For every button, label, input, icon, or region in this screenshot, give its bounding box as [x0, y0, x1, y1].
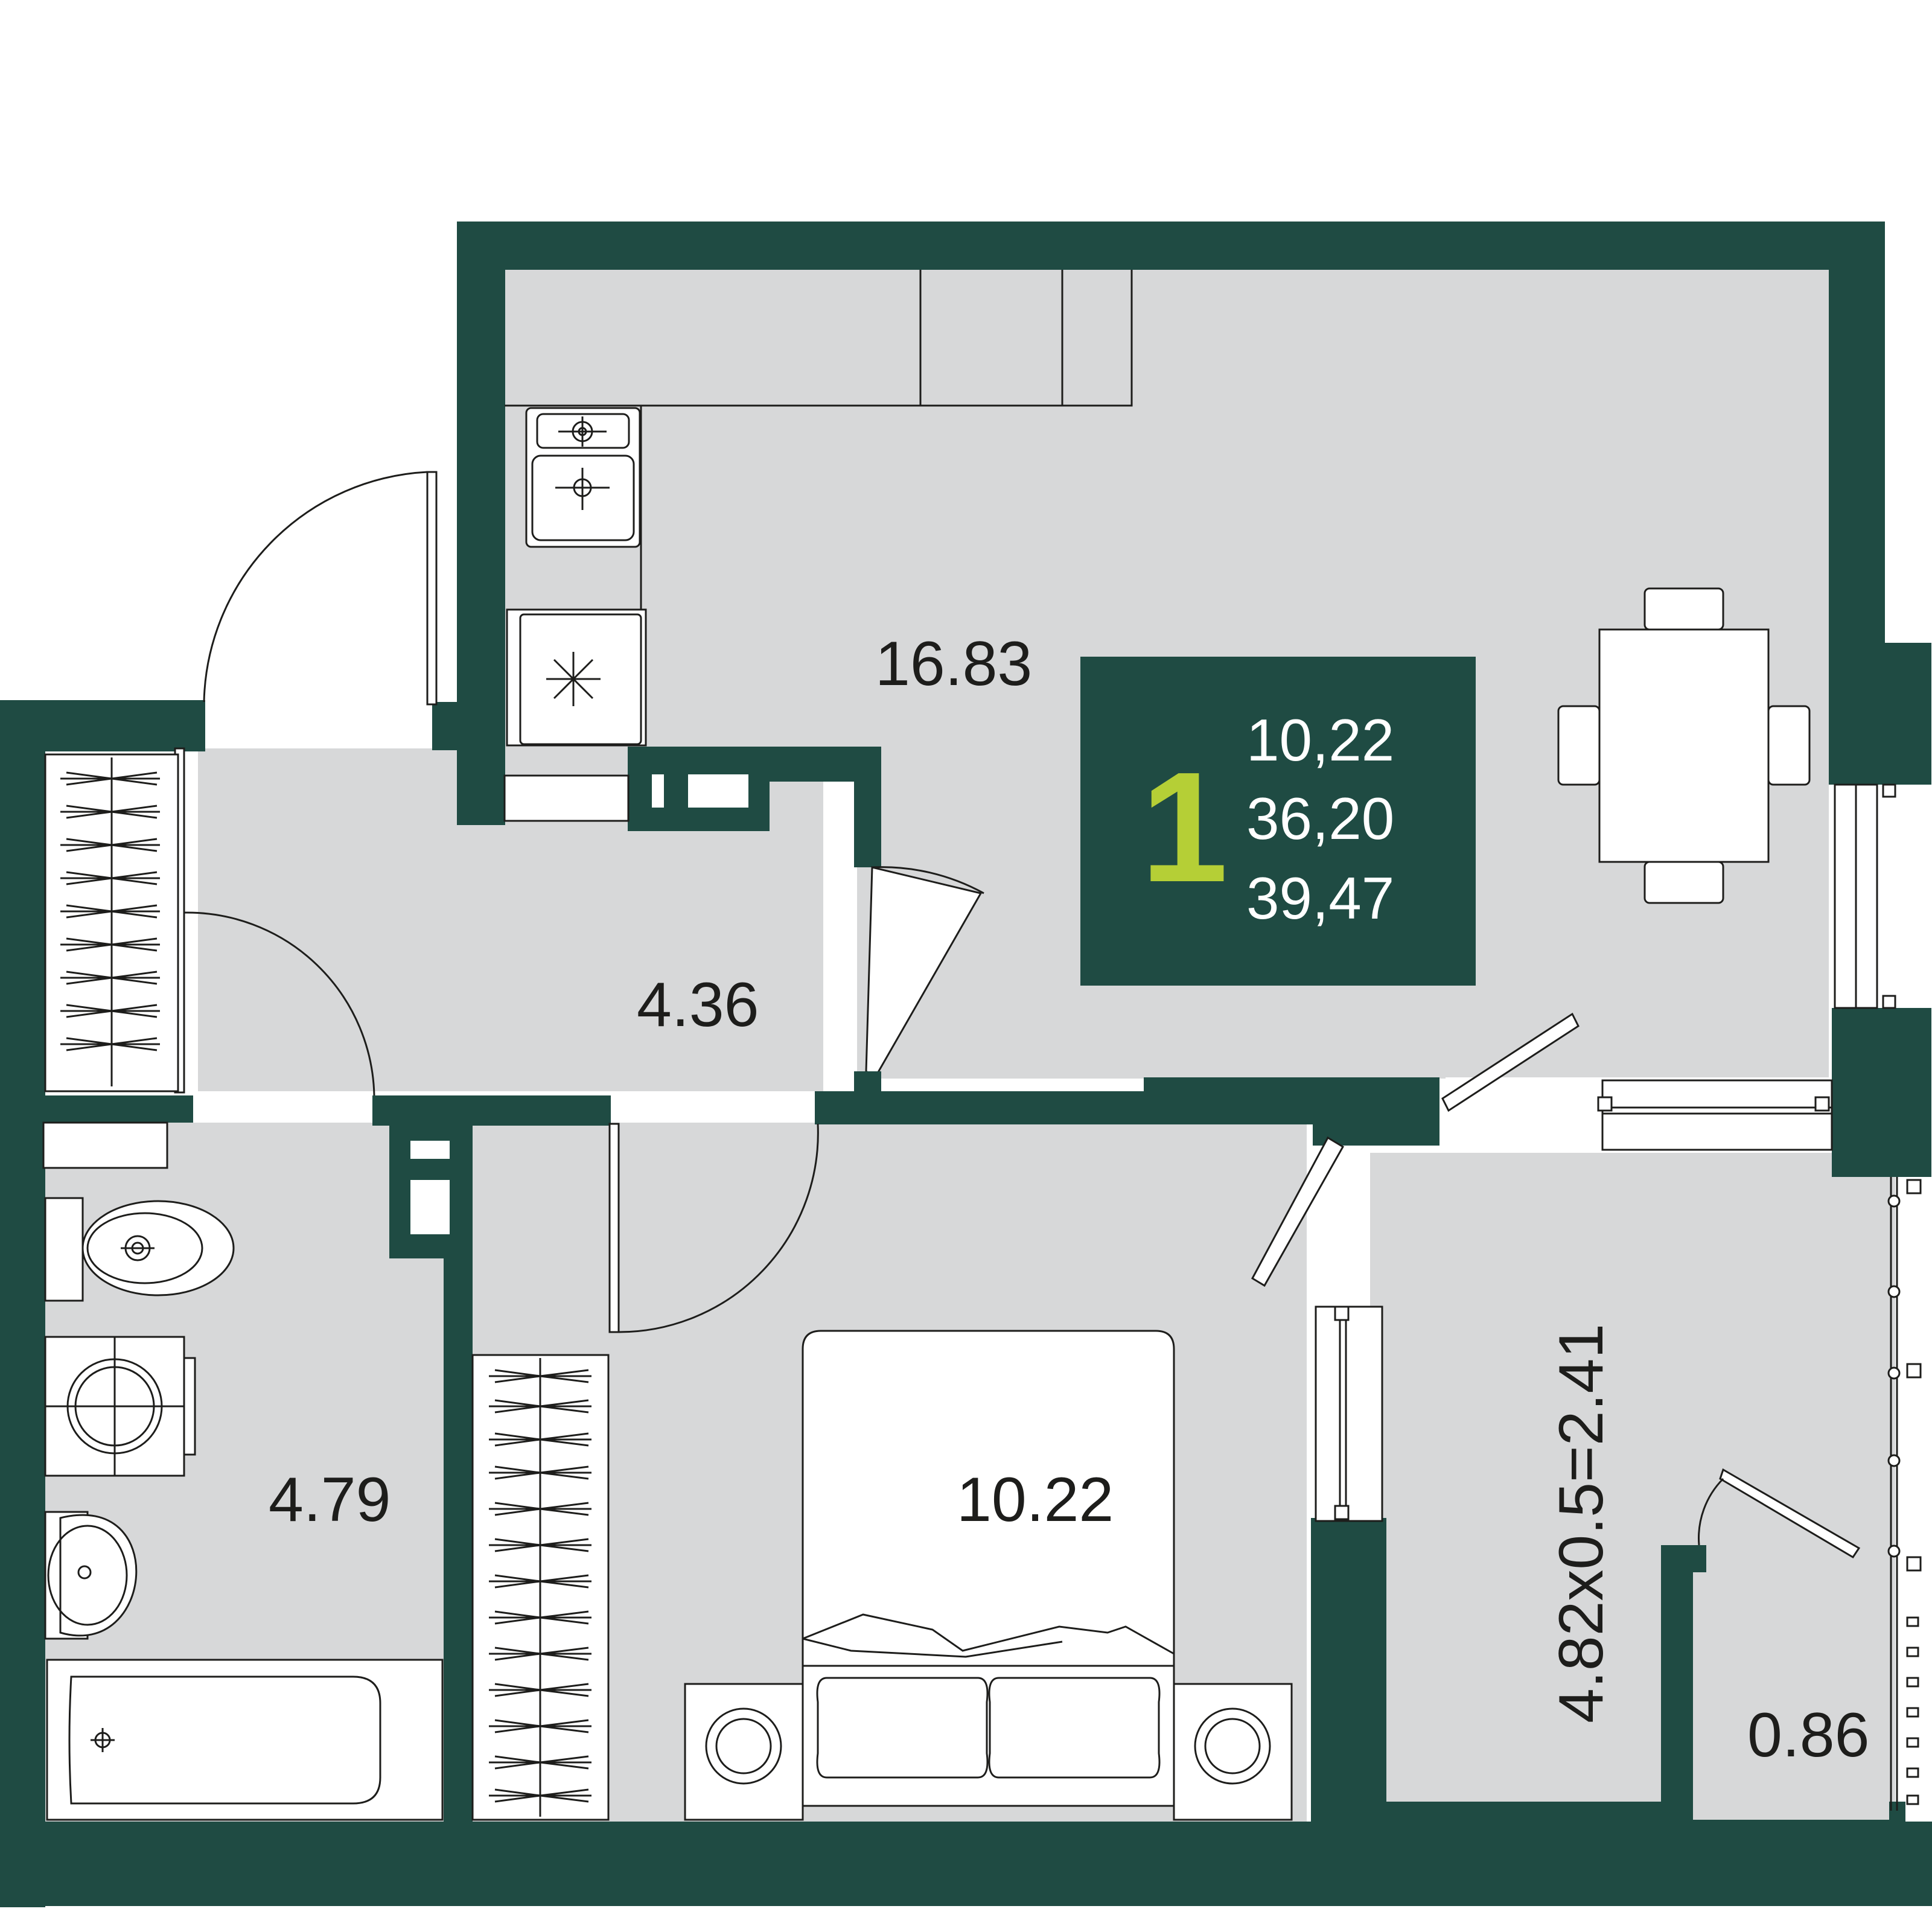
- storage-outline: [1693, 1572, 1889, 1820]
- glazing-balcony: [1887, 1177, 1922, 1811]
- door-entrance: [203, 471, 438, 706]
- wall-kitchen-stub: [432, 702, 505, 750]
- wall-right-pier2: [1832, 1008, 1931, 1177]
- wall-bath-hall-mid: [372, 1095, 611, 1126]
- wall-left-outer: [0, 700, 45, 1907]
- room-area-storage: 0.86: [1747, 1700, 1869, 1770]
- room-area-hallway: 4.36: [637, 970, 759, 1040]
- vent-bath-3: [42, 1121, 168, 1169]
- door-storage: [1698, 1468, 1861, 1559]
- hangers: [60, 771, 160, 1051]
- bathroom-fixtures: [44, 1197, 444, 1821]
- wall-hall-top: [628, 747, 881, 782]
- vent-kitchen-3: [688, 774, 748, 808]
- wall-left-top: [0, 700, 205, 751]
- vent-bath-1: [410, 1141, 450, 1159]
- dining-table: [1557, 587, 1811, 904]
- sink-icon: [525, 407, 641, 548]
- chair-left: [1557, 705, 1601, 786]
- vent-kitchen-1: [503, 774, 630, 822]
- room-area-bathroom: 4.79: [269, 1465, 391, 1535]
- washing-machine-icon: [44, 1336, 196, 1477]
- bed: [684, 1330, 1293, 1821]
- fridge-icon: [506, 608, 647, 747]
- room-area-kitchen-living: 16.83: [875, 629, 1032, 699]
- kitchen-furniture: [505, 270, 1133, 747]
- door-bedroom: [608, 1123, 819, 1333]
- area-with-balcony-value: 39,47: [1246, 865, 1394, 931]
- vent-shafts: [42, 774, 748, 1234]
- wall-right-pier: [1829, 643, 1931, 785]
- window-bedroom-balcony: [1315, 1306, 1383, 1522]
- chair-bottom: [1643, 861, 1724, 904]
- windows: [1315, 783, 1922, 1811]
- wall-bed-right-lower: [1311, 1518, 1386, 1823]
- living-area-value: 10,22: [1246, 707, 1394, 773]
- vent-kitchen-2: [652, 774, 664, 808]
- wall-bed-corner: [1313, 1091, 1439, 1146]
- room-area-bedroom: 10.22: [957, 1465, 1114, 1535]
- doorway-bath-hallway: [198, 1091, 373, 1123]
- room-labels: 16.83 4.36 4.79 10.22 4.82x0.5=2.41 0.86: [269, 629, 1869, 1770]
- bathtub-icon: [46, 1659, 444, 1821]
- doorway-hallway-bedroom: [610, 1091, 815, 1123]
- room-count: 1: [1141, 740, 1228, 915]
- toilet-icon: [44, 1197, 235, 1302]
- summary-badge-bg: [1080, 657, 1476, 986]
- washbasin-icon: [44, 1511, 138, 1640]
- nightstand-right: [1173, 1683, 1293, 1821]
- window-living-right: [1834, 783, 1896, 1009]
- nightstand-left: [684, 1683, 804, 1821]
- wall-kitchen-bottom-left: [457, 747, 505, 825]
- hallway-wardrobe: [44, 753, 179, 1092]
- kitchen-counter: [505, 270, 1133, 407]
- room-area-balcony: 4.82x0.5=2.41: [1546, 1324, 1616, 1723]
- chair-right: [1767, 705, 1811, 786]
- wall-bath-top: [45, 1095, 193, 1123]
- door-kitchen: [854, 866, 984, 1095]
- wall-bottom: [0, 1822, 1932, 1906]
- vent-bath-2: [410, 1180, 450, 1234]
- window-balcony-door: [1597, 1079, 1833, 1151]
- wall-storage-left: [1661, 1545, 1694, 1823]
- bedroom-wardrobe: [471, 1354, 610, 1821]
- wall-top: [457, 222, 1885, 270]
- total-area-value: 36,20: [1246, 785, 1394, 852]
- wall-storage-stub: [1661, 1545, 1706, 1575]
- wall-kitchen-left: [457, 222, 505, 747]
- walls: [0, 222, 1932, 1907]
- chair-top: [1643, 587, 1724, 631]
- door-balcony: [1251, 1012, 1580, 1287]
- summary-badge: 1 10,22 36,20 39,47: [1080, 657, 1476, 986]
- wall-hall-pier: [854, 747, 881, 867]
- doorway-kitchen-hallway: [823, 754, 857, 1080]
